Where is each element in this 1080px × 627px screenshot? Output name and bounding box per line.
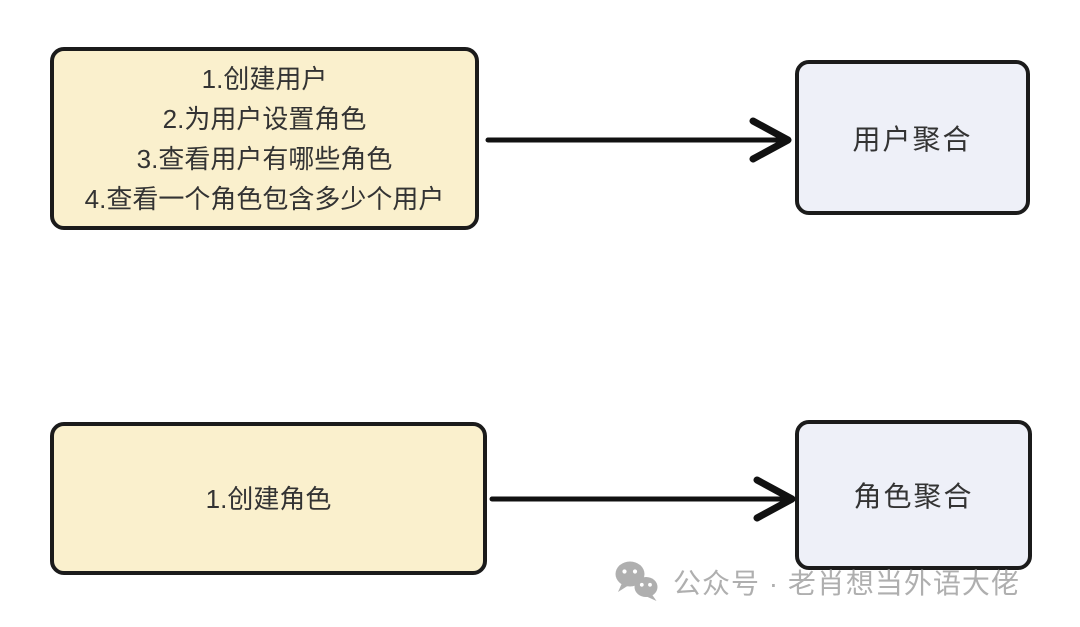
role-aggregate-box: 角色聚合	[795, 420, 1032, 570]
arrow-role-icon	[489, 476, 796, 522]
user-aggregate-box: 用户聚合	[795, 60, 1030, 215]
role-command-1: 1.创建角色	[205, 483, 332, 514]
user-command-3: 3.查看用户有哪些角色	[136, 143, 393, 174]
user-commands-box: 1.创建用户 2.为用户设置角色 3.查看用户有哪些角色 4.查看一个角色包含多…	[50, 47, 479, 230]
user-aggregate-label: 用户聚合	[852, 123, 973, 155]
user-command-2: 2.为用户设置角色	[162, 103, 367, 134]
arrow-user-icon	[485, 117, 792, 163]
role-aggregate-label: 角色聚合	[853, 481, 974, 512]
user-command-1: 1.创建用户	[201, 63, 328, 94]
wechat-icon	[615, 561, 658, 601]
user-command-4: 4.查看一个角色包含多少个用户	[84, 183, 445, 214]
watermark: 公众号 · 老肖想当外语大佬	[613, 560, 1020, 604]
role-commands-box: 1.创建角色	[50, 422, 487, 575]
watermark-text: 公众号 · 老肖想当外语大佬	[673, 568, 1020, 599]
